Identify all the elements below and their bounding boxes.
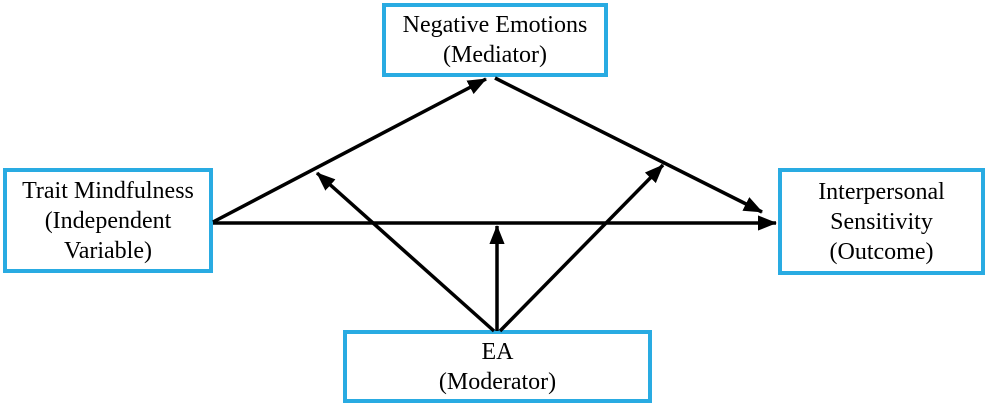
node-outcome: Interpersonal Sensitivity (Outcome)	[778, 168, 985, 275]
node-independent-variable: Trait Mindfulness (Independent Variable)	[3, 168, 213, 273]
node-independent-label: Trait Mindfulness	[22, 177, 194, 204]
arrow-moderator-to-path-independent-mediator	[315, 171, 496, 333]
arrow-moderator-to-path-mediator-outcome	[498, 163, 665, 333]
node-outcome-sublabel: (Outcome)	[829, 238, 934, 265]
arrow-independent-to-mediator	[212, 77, 487, 224]
node-independent-sublabel: (Independent Variable)	[44, 207, 172, 264]
node-moderator-label: EA	[481, 338, 514, 365]
node-mediator-label: Negative Emotions	[402, 12, 588, 38]
node-mediator-sublabel: (Mediator)	[443, 42, 547, 68]
node-mediator: Negative Emotions (Mediator)	[382, 3, 608, 77]
node-moderator: EA (Moderator)	[343, 330, 652, 403]
arrow-mediator-to-outcome	[494, 76, 763, 214]
node-outcome-label: Interpersonal Sensitivity	[818, 178, 945, 235]
node-moderator-sublabel: (Moderator)	[438, 368, 557, 395]
